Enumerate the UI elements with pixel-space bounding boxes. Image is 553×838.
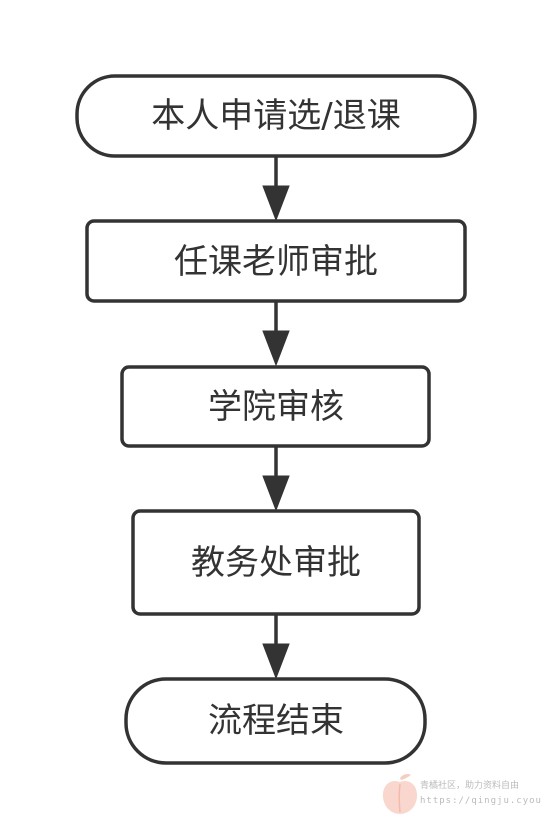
peach-logo-icon — [382, 774, 418, 814]
node-label: 任课老师审批 — [174, 242, 378, 282]
flow-node-teacher: 任课老师审批 — [85, 219, 467, 303]
arrowhead-icon — [262, 643, 290, 680]
flow-node-office: 教务处审批 — [131, 509, 421, 616]
flow-node-college: 学院审核 — [120, 365, 431, 448]
flow-node-apply: 本人申请选/退课 — [75, 74, 477, 158]
node-label: 学院审核 — [208, 387, 344, 427]
node-label: 流程结束 — [208, 701, 344, 741]
arrowhead-icon — [262, 330, 290, 367]
edge-college-to-office — [262, 446, 290, 512]
edge-office-to-end — [262, 614, 290, 680]
terminal-shape — [124, 677, 427, 765]
flow-node-end: 流程结束 — [124, 677, 427, 765]
edge-teacher-to-college — [262, 301, 290, 367]
arrowhead-icon — [262, 475, 290, 512]
terminal-shape — [75, 74, 477, 158]
arrowhead-icon — [262, 185, 290, 222]
node-label: 本人申请选/退课 — [151, 96, 400, 136]
watermark: 青橘社区，助力资料自由 https://qingju.cyou — [376, 770, 546, 820]
process-shape — [120, 365, 431, 448]
flow-edges — [262, 156, 290, 680]
watermark-slogan: 青橘社区，助力资料自由 — [420, 781, 520, 791]
node-label: 教务处审批 — [191, 543, 361, 583]
process-shape — [85, 219, 467, 303]
watermark-url: https://qingju.cyou — [420, 796, 542, 806]
process-shape — [131, 509, 421, 616]
edge-apply-to-teacher — [262, 156, 290, 222]
